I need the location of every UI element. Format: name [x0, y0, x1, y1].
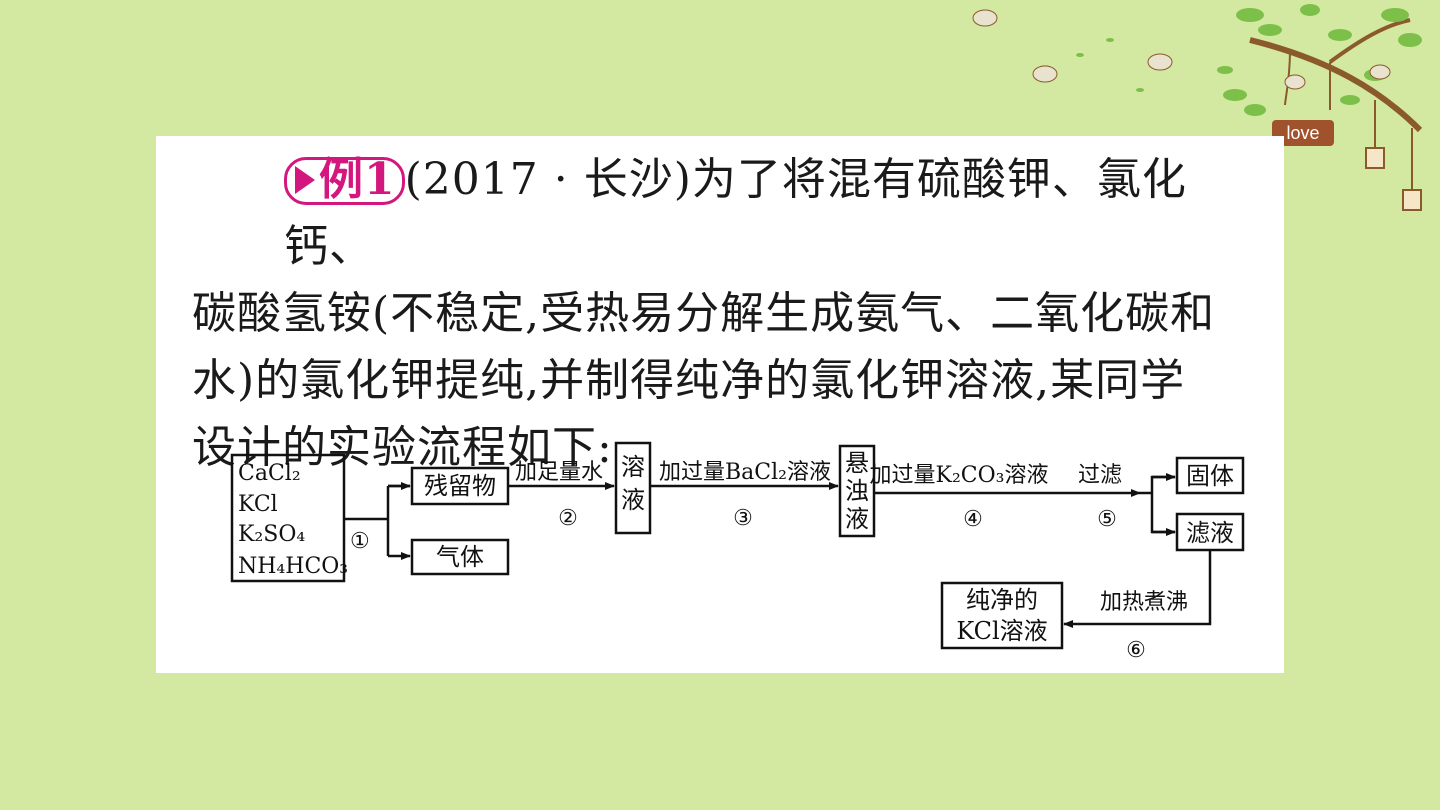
step5-number: ⑤ [1097, 507, 1117, 532]
play-icon [295, 166, 315, 194]
start-nh4hco3: NH₄HCO₃ [238, 554, 348, 579]
badge-label: 例1 [319, 154, 396, 205]
content-panel: 例1(2017 · 长沙)为了将混有硫酸钾、氯化钙、 碳酸氢铵(不稳定,受热易分… [156, 136, 1284, 673]
step2-number: ② [558, 506, 578, 531]
step4-number: ④ [963, 507, 983, 532]
solution-box [614, 441, 652, 535]
question-line-3: 水)的氯化钾提纯,并制得纯净的氯化钾溶液,某同学 [192, 355, 1186, 406]
suspension-char-1: 悬 [845, 449, 869, 477]
final-line-2: KCl溶液 [956, 617, 1047, 645]
suspension-char-2: 浊 [845, 477, 869, 505]
example-badge: 例1 [284, 157, 405, 205]
solid-label: 固体 [1186, 462, 1234, 490]
filter-label: 过滤 [1078, 463, 1122, 488]
start-kcl: KCl [238, 492, 278, 517]
suspension-box [838, 444, 876, 538]
question-text: 例1(2017 · 长沙)为了将混有硫酸钾、氯化钙、 碳酸氢铵(不稳定,受热易分… [192, 146, 1252, 481]
start-cacl2: CaCl₂ [238, 461, 301, 486]
question-source: (2017 · 长沙) [404, 154, 692, 205]
arrow-step1 [344, 484, 410, 556]
love-sign-text: love [1286, 123, 1319, 143]
step4-label: 加过量K₂CO₃溶液 [870, 463, 1049, 488]
arrow-step5 [1140, 475, 1175, 534]
step3-label: 加过量BaCl₂溶液 [659, 460, 831, 485]
residue-label: 残留物 [424, 472, 496, 500]
final-line-1: 纯净的 [966, 586, 1038, 614]
step6-label: 加热煮沸 [1100, 590, 1188, 615]
solid-box [1175, 456, 1245, 495]
step6-number: ⑥ [1126, 638, 1146, 663]
gas-label: 气体 [436, 543, 484, 571]
final-box [940, 581, 1064, 650]
solution-char-2: 液 [621, 486, 645, 514]
suspension-char-3: 液 [845, 505, 869, 533]
arrow-step6 [1063, 550, 1212, 628]
question-line-2: 碳酸氢铵(不稳定,受热易分解生成氨气、二氧化碳和 [192, 288, 1216, 339]
question-line-4: 设计的实验流程如下: [192, 422, 613, 473]
step2-label: 加足量水 [515, 460, 603, 485]
start-k2so4: K₂SO₄ [238, 522, 305, 547]
question-line-1: 例1(2017 · 长沙)为了将混有硫酸钾、氯化钙、 [192, 146, 1252, 280]
flowchart: CaCl₂ KCl K₂SO₄ NH₄HCO₃ ① 残留物 气体 加足量水 ② … [230, 441, 1245, 663]
step1-number: ① [350, 529, 370, 554]
bird-decoration [972, 9, 1173, 92]
solution-char-1: 溶 [621, 453, 645, 481]
question-line-1-text: 为了将混有硫酸钾、氯化钙、 [284, 154, 1187, 272]
step3-number: ③ [733, 506, 753, 531]
filtrate-label: 滤液 [1186, 519, 1234, 547]
